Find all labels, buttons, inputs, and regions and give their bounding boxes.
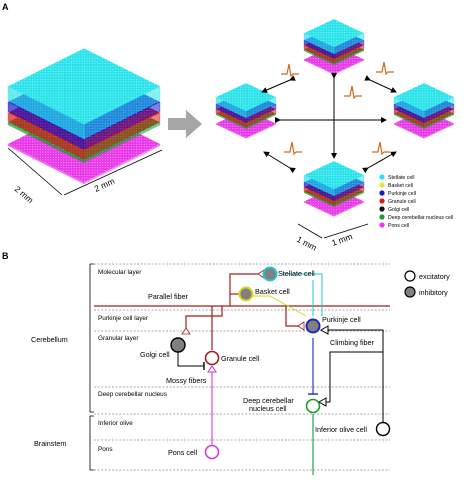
- cerebellum-brace: [89, 263, 94, 413]
- legend-swatch: [379, 182, 385, 188]
- spike-waveform: [376, 61, 394, 76]
- label-parallel-fiber: Parallel fiber: [148, 292, 189, 301]
- legend-label: Purkinje cell: [388, 191, 416, 197]
- network-layer: [303, 19, 365, 54]
- stellate-cell: [262, 266, 278, 282]
- dim-label-left: 2 mm: [13, 184, 36, 205]
- layer-deep-nucleus: Deep cerebellar nucleus: [98, 391, 167, 398]
- layer-purkinje: Purkinje cell layer: [98, 315, 149, 322]
- layer-inferior-olive: Inferior olive: [98, 420, 133, 427]
- label-purkinje-cell: Purkinje cell: [322, 315, 361, 324]
- legend-label: Basket cell: [388, 183, 413, 189]
- purkinje-axon: [308, 338, 318, 395]
- small-network-stacks: [215, 19, 455, 217]
- granule-cell: [204, 350, 220, 366]
- dcn-cell: [305, 398, 321, 414]
- panel-a: A 2 mm 2 mm: [2, 2, 455, 253]
- legend-swatch: [379, 214, 385, 220]
- parallel-fiber-to-golgi: [185, 306, 223, 334]
- parallel-fiber-to-stellate: [229, 273, 258, 306]
- network-layer: [393, 83, 455, 118]
- layer-molecular: Molecular layer: [98, 269, 142, 276]
- legend-excitatory-label: excitatory: [419, 272, 450, 281]
- layer-granular: Granular layer: [98, 335, 139, 342]
- purkinje-cell: [305, 318, 321, 334]
- legend-swatch: [379, 206, 385, 212]
- spike-waveforms: [281, 61, 394, 156]
- basket-cell: [238, 286, 254, 302]
- panel-b: B Cerebellum Brainstem Molecular layer P…: [2, 251, 450, 475]
- legend-swatch: [379, 190, 385, 196]
- label-granule-cell: Granule cell: [221, 354, 260, 363]
- small-stack-dimensions: 1 mm 1 mm: [295, 223, 369, 253]
- dim-label-right: 2 mm: [93, 176, 116, 194]
- label-dcn-cell-2: nucleus cell: [249, 404, 287, 413]
- layer-separators: [94, 263, 390, 471]
- network-layer: [303, 161, 365, 196]
- panel-b-letter: B: [2, 251, 9, 261]
- label-mossy-fibers: Mossy fibers: [166, 376, 207, 385]
- legend-label: Pons cell: [388, 223, 409, 229]
- inferior-olive-cell: [375, 421, 391, 437]
- spike-waveform: [281, 63, 299, 78]
- spike-waveform: [284, 141, 302, 156]
- pons-cell: [204, 444, 220, 460]
- stack-connections: [261, 73, 397, 174]
- label-dcn-cell-1: Deep cerebellar: [243, 396, 294, 405]
- transform-arrow: [168, 110, 202, 138]
- spike-waveform: [344, 85, 362, 100]
- spike-waveform: [372, 141, 390, 156]
- region-brainstem: Brainstem: [34, 439, 66, 448]
- label-golgi-cell: Golgi cell: [140, 350, 170, 359]
- legend-swatch: [379, 198, 385, 204]
- label-basket-cell: Basket cell: [255, 287, 290, 296]
- label-pons-cell: Pons cell: [168, 448, 198, 457]
- legend-inhibitory-label: inhibitory: [419, 288, 448, 297]
- region-cerebellum: Cerebellum: [31, 335, 68, 344]
- climbing-fiber: [317, 325, 384, 422]
- panel-a-letter: A: [2, 2, 9, 12]
- dim-label-small-left: 1 mm: [295, 234, 318, 253]
- region-braces: [89, 263, 94, 471]
- parallel-fiber-to-purkinje: [285, 306, 300, 327]
- golgi-cell: [170, 337, 186, 353]
- synapse-legend: excitatory inhibitory: [404, 270, 450, 298]
- label-climbing-fiber: Climbing fiber: [330, 338, 375, 347]
- interneuron-output: [252, 273, 323, 317]
- legend-swatch: [379, 174, 385, 180]
- legend-swatch: [379, 222, 385, 228]
- large-network-stack: [7, 48, 161, 185]
- golgi-output: [177, 352, 205, 370]
- dim-label-small-right: 1 mm: [330, 231, 353, 248]
- legend-label: Granule cell: [388, 199, 416, 205]
- label-stellate-cell: Stellate cell: [278, 269, 315, 278]
- brainstem-brace: [89, 415, 94, 471]
- network-layer: [215, 83, 277, 118]
- legend-label: Stellate cell: [388, 175, 415, 181]
- network-layer: [7, 48, 161, 140]
- legend-label: Deep cerebellar nucleus cell: [388, 215, 453, 221]
- parallel-fibers: [94, 273, 390, 334]
- label-inferior-olive-cell: Inferior olive cell: [315, 425, 367, 434]
- legend-label: Golgi cell: [388, 207, 409, 213]
- legend-inhibitory-symbol: [404, 286, 416, 298]
- mossy-fibers: [206, 365, 218, 450]
- legend-excitatory-symbol: [404, 270, 416, 282]
- layer-pons: Pons: [98, 446, 113, 453]
- cells: [170, 266, 391, 460]
